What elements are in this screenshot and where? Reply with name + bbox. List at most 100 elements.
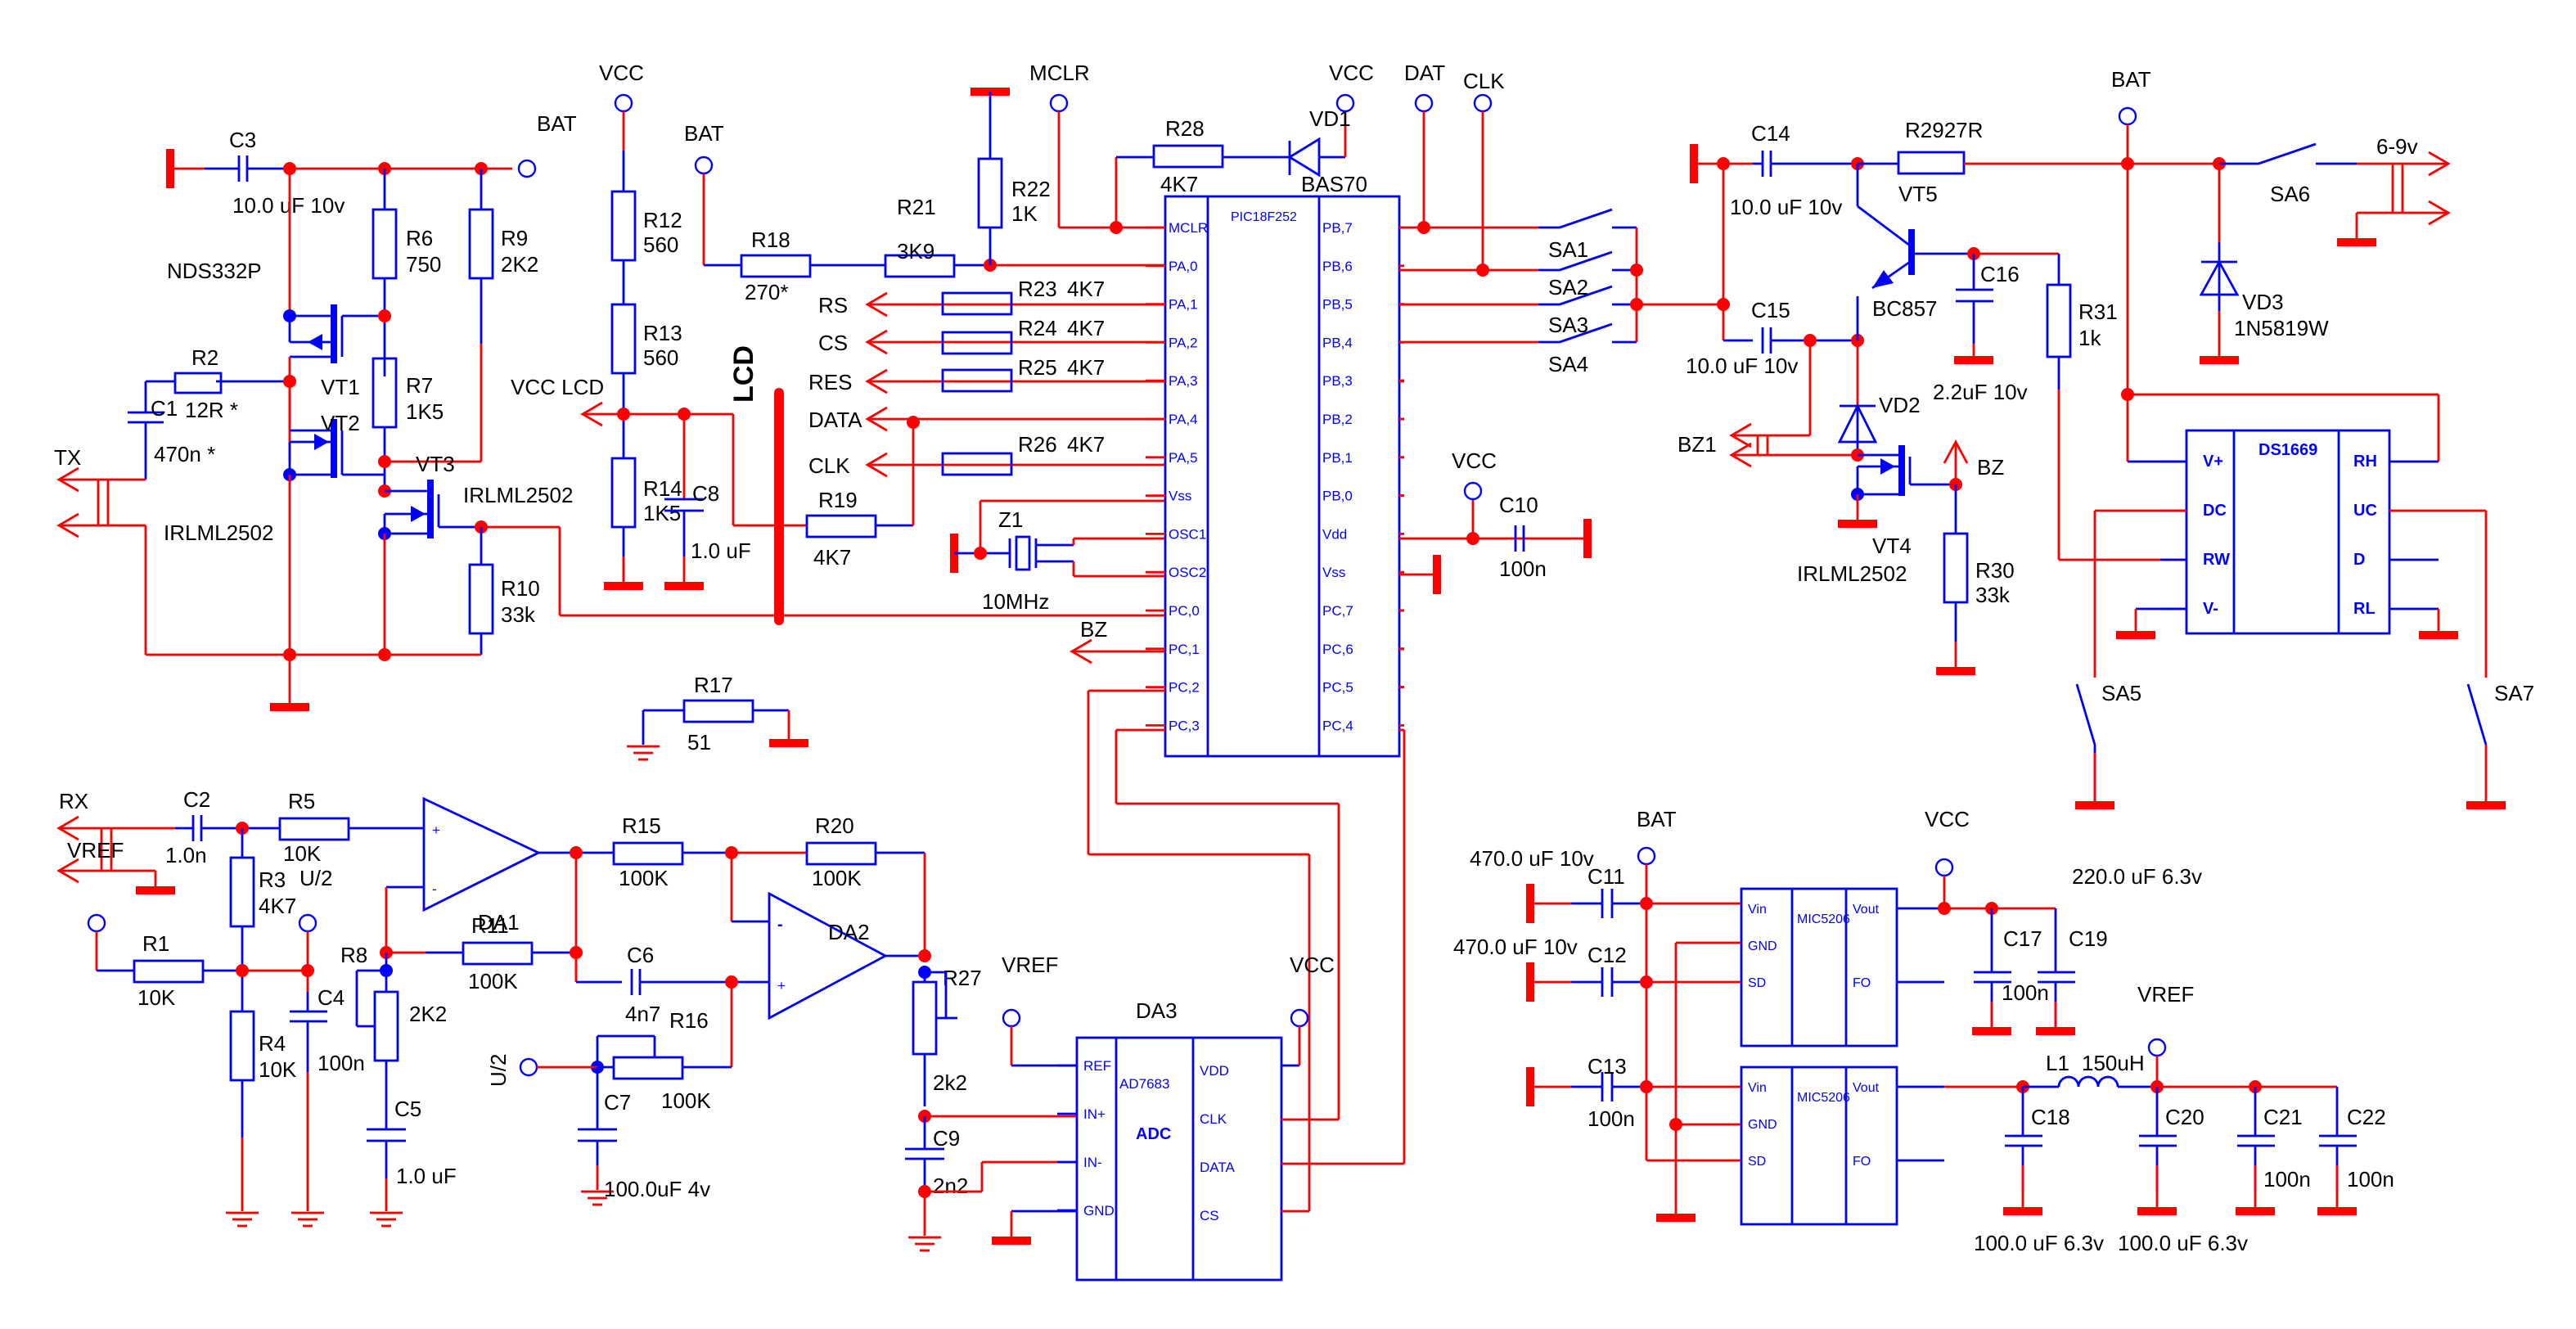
c6-label: C6 — [627, 943, 654, 967]
resistor-r4 — [229, 1010, 255, 1082]
resistor-r23 — [941, 291, 1013, 316]
ground-symbol — [2317, 1207, 2357, 1215]
ground-symbol — [2003, 1207, 2042, 1215]
pin-label: PA,5 — [1169, 450, 1198, 466]
pin-label: Vdd — [1322, 526, 1347, 542]
bat-terminal[interactable] — [1637, 846, 1656, 866]
pin-label: D — [2353, 551, 2365, 569]
mclr-terminal[interactable] — [1049, 93, 1069, 113]
vcc-terminal[interactable] — [614, 93, 633, 113]
r4-value: 10K — [259, 1057, 297, 1082]
ground-symbol — [2419, 631, 2458, 639]
pin-label: PC,7 — [1322, 603, 1353, 619]
pin-label: PB,5 — [1322, 297, 1353, 313]
c15-value: 10.0 uF 10v — [1686, 354, 1798, 378]
resistor-r9 — [468, 208, 494, 280]
r24-value: 4K7 — [1067, 316, 1105, 340]
vcc-terminal[interactable] — [1934, 858, 1954, 877]
vref-terminal[interactable] — [2147, 1038, 2167, 1057]
bz-label: BZ — [1977, 455, 2004, 480]
c4-value: 100n — [317, 1051, 365, 1075]
bat-terminal[interactable] — [517, 159, 537, 178]
resistor-r30 — [1943, 532, 1969, 604]
bz-arrow-icon — [1943, 439, 1969, 464]
switch-sa2[interactable] — [1559, 250, 1613, 272]
ground-symbol — [2337, 238, 2376, 246]
mclr-label: MCLR — [1029, 61, 1090, 85]
output-filter-caps — [2003, 1087, 2357, 1215]
c6-value: 4n7 — [625, 1002, 660, 1026]
vref-terminal[interactable] — [1002, 1008, 1021, 1028]
c17-label: C17 — [2003, 926, 2042, 951]
c20-label: C20 — [2165, 1105, 2204, 1129]
bat-label: BAT — [684, 121, 724, 146]
opamp-minus-sign: - — [777, 916, 783, 934]
switch-sa4[interactable] — [1559, 322, 1613, 344]
ground-symbol — [270, 703, 309, 711]
pin-label: GND — [1083, 1203, 1115, 1219]
pin-label: PA,1 — [1169, 297, 1198, 313]
r14-value: 1K5 — [643, 501, 681, 525]
clk-terminal[interactable] — [1473, 93, 1493, 113]
resistor-r22 — [977, 157, 1003, 229]
vcc-terminal[interactable] — [1463, 481, 1483, 501]
ground-symbol — [2036, 1027, 2075, 1035]
vcc-terminal[interactable] — [1290, 1008, 1309, 1028]
c22-label: C22 — [2347, 1105, 2386, 1129]
r7-value: 1K5 — [406, 399, 444, 424]
bat-terminal[interactable] — [2118, 106, 2137, 126]
c13-value: 100n — [1587, 1106, 1635, 1131]
switch-sa3[interactable] — [1559, 285, 1613, 306]
c2-value: 1.0n — [165, 843, 207, 867]
vref-label: VREF — [67, 838, 124, 863]
pin-label: IN- — [1083, 1155, 1102, 1170]
vcc-label: VCC — [1329, 61, 1374, 85]
bz1-label: BZ1 — [1678, 432, 1717, 457]
pin-label: PB,1 — [1322, 450, 1353, 466]
switch-sa6[interactable] — [2258, 142, 2317, 165]
diode-vd1 — [1287, 137, 1321, 178]
rs-label: RS — [818, 293, 848, 318]
switch-sa5[interactable] — [2075, 683, 2096, 746]
resistor-r1 — [133, 959, 205, 984]
vcc-label: VCC — [1452, 448, 1497, 473]
pin-label: PB,2 — [1322, 412, 1353, 427]
vd3-label: VD3 — [2242, 290, 2284, 314]
sa4-label: SA4 — [1548, 352, 1588, 376]
sa3-label: SA3 — [1548, 313, 1588, 337]
r25-value: 4K7 — [1067, 355, 1105, 380]
r31-value: 1k — [2078, 326, 2101, 350]
resistor-r26 — [941, 452, 1013, 476]
r23-label: R23 — [1018, 277, 1057, 301]
pin-label: CLK — [1200, 1111, 1227, 1127]
u2-terminal[interactable] — [519, 1057, 538, 1077]
tx-driver-section: C3 10.0 uF 10v BAT NDS332P R6 750 R9 2K2… — [54, 111, 1165, 711]
switch-sa7[interactable] — [2466, 683, 2488, 746]
earth-ground-icon — [290, 1211, 326, 1228]
vcc-terminal[interactable] — [1335, 93, 1355, 113]
bz-label: BZ — [1080, 617, 1107, 642]
vt2-part-label: IRLML2502 — [164, 520, 273, 545]
bz-arrow-icon — [1070, 638, 1092, 664]
c18-value: 100.0 uF 6.3v — [1974, 1231, 2104, 1255]
c7-label: C7 — [604, 1090, 631, 1115]
lcd-connector — [774, 388, 784, 625]
c18-label: C18 — [2031, 1105, 2070, 1129]
da2-label: DA2 — [828, 920, 870, 944]
switch-sa1[interactable] — [1559, 208, 1613, 229]
vref-terminal[interactable] — [87, 913, 106, 933]
lcd-interface-section: VCC R12 560 R13 560 R14 1K5 VCC LCD C8 1… — [511, 61, 1374, 761]
pin-label: GND — [1748, 939, 1777, 953]
vt5-label: VT5 — [1898, 182, 1938, 206]
pin-label: VDD — [1200, 1063, 1229, 1079]
bat-terminal[interactable] — [694, 155, 714, 175]
potentiometer-r16 — [612, 1056, 684, 1080]
u2-terminal[interactable] — [298, 913, 317, 933]
c15-label: C15 — [1751, 298, 1790, 322]
c10-label: C10 — [1499, 493, 1538, 517]
dat-terminal[interactable] — [1414, 93, 1434, 113]
c12-value: 470.0 uF 10v — [1453, 935, 1578, 959]
